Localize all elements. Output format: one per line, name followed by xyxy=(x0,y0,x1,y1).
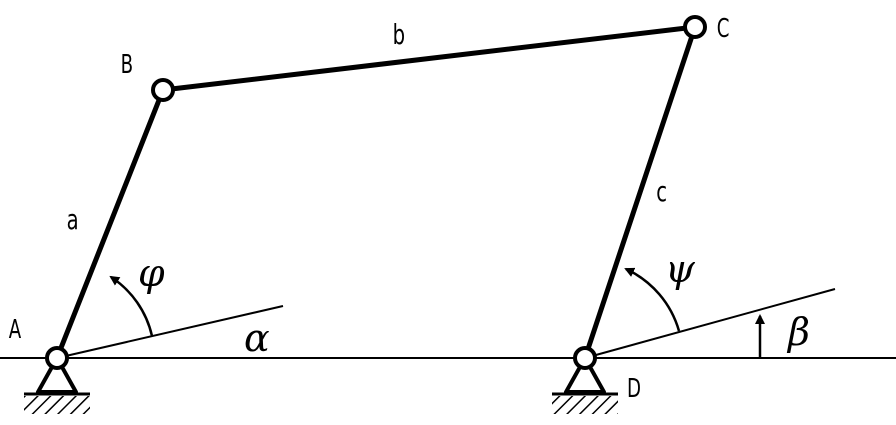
angle-label-phi: φ xyxy=(138,251,165,295)
reference-line-beta xyxy=(584,288,836,359)
link-label-c: c xyxy=(656,176,667,208)
joint-c xyxy=(683,15,707,39)
ground-support-d xyxy=(552,356,618,414)
link-c xyxy=(582,24,698,361)
joint-d xyxy=(573,346,597,370)
reference-line-alpha xyxy=(56,305,284,359)
angle-label-psi: ψ xyxy=(665,247,696,291)
joint-a xyxy=(45,346,69,370)
joint-b xyxy=(151,78,175,102)
angle-arc-psi xyxy=(624,267,681,332)
link-b xyxy=(160,24,698,93)
angle-label-alpha: α xyxy=(244,316,270,360)
link-label-a: a xyxy=(67,204,79,236)
link-a xyxy=(54,87,166,361)
point-label-d: D xyxy=(627,374,641,404)
angle-arc-phi xyxy=(109,275,154,337)
point-label-c: C xyxy=(717,14,730,44)
ground-support-a xyxy=(24,356,90,414)
angle-label-beta: β xyxy=(786,310,810,354)
point-label-a: A xyxy=(9,315,22,345)
point-label-b: B xyxy=(121,50,133,80)
link-label-b: b xyxy=(393,19,405,51)
